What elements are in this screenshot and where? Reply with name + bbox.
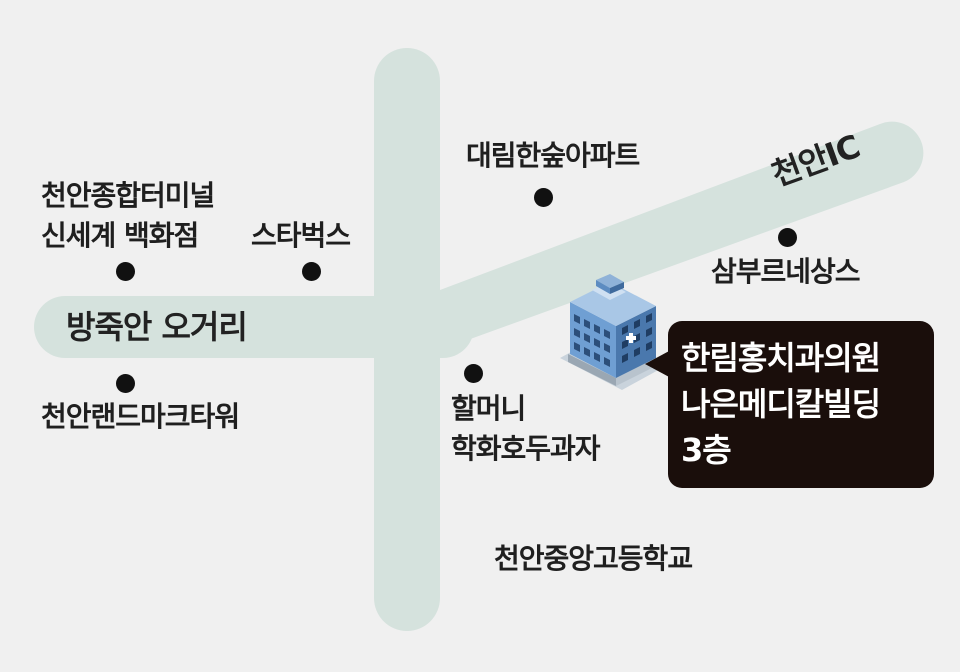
marker-daelim xyxy=(534,188,553,207)
label-daelim: 대림한숲아파트 xyxy=(466,139,640,172)
building-icon xyxy=(560,274,662,390)
marker-terminal xyxy=(116,262,135,281)
destination-line2: 나은메디칼빌딩 xyxy=(681,385,881,423)
callout-pointer xyxy=(645,350,671,378)
label-samburu: 삼부르네상스 xyxy=(711,255,861,288)
destination-callout: 한림홍치과의원 나은메디칼빌딩 3층 xyxy=(668,321,934,488)
label-halmeoni-line1: 할머니 xyxy=(451,392,526,425)
label-terminal-line1: 천안종합터미널 xyxy=(41,179,215,212)
marker-halmeoni xyxy=(464,364,483,383)
marker-starbucks xyxy=(302,262,321,281)
diagonal-road xyxy=(440,121,924,351)
marker-samburu xyxy=(778,228,797,247)
label-starbucks: 스타벅스 xyxy=(251,219,351,252)
marker-landmark-tower xyxy=(116,374,135,393)
horizontal-road xyxy=(34,296,474,358)
label-halmeoni-line2: 학화호두과자 xyxy=(451,432,601,465)
label-terminal-line2: 신세계 백화점 xyxy=(41,219,199,252)
label-high-school: 천안중앙고등학교 xyxy=(494,542,693,575)
destination-line3: 3층 xyxy=(681,431,732,469)
destination-line1: 한림홍치과의원 xyxy=(681,339,881,377)
label-landmark-tower: 천안랜드마크타워 xyxy=(41,400,240,433)
road-label-bangjukan: 방죽안 오거리 xyxy=(66,308,248,346)
